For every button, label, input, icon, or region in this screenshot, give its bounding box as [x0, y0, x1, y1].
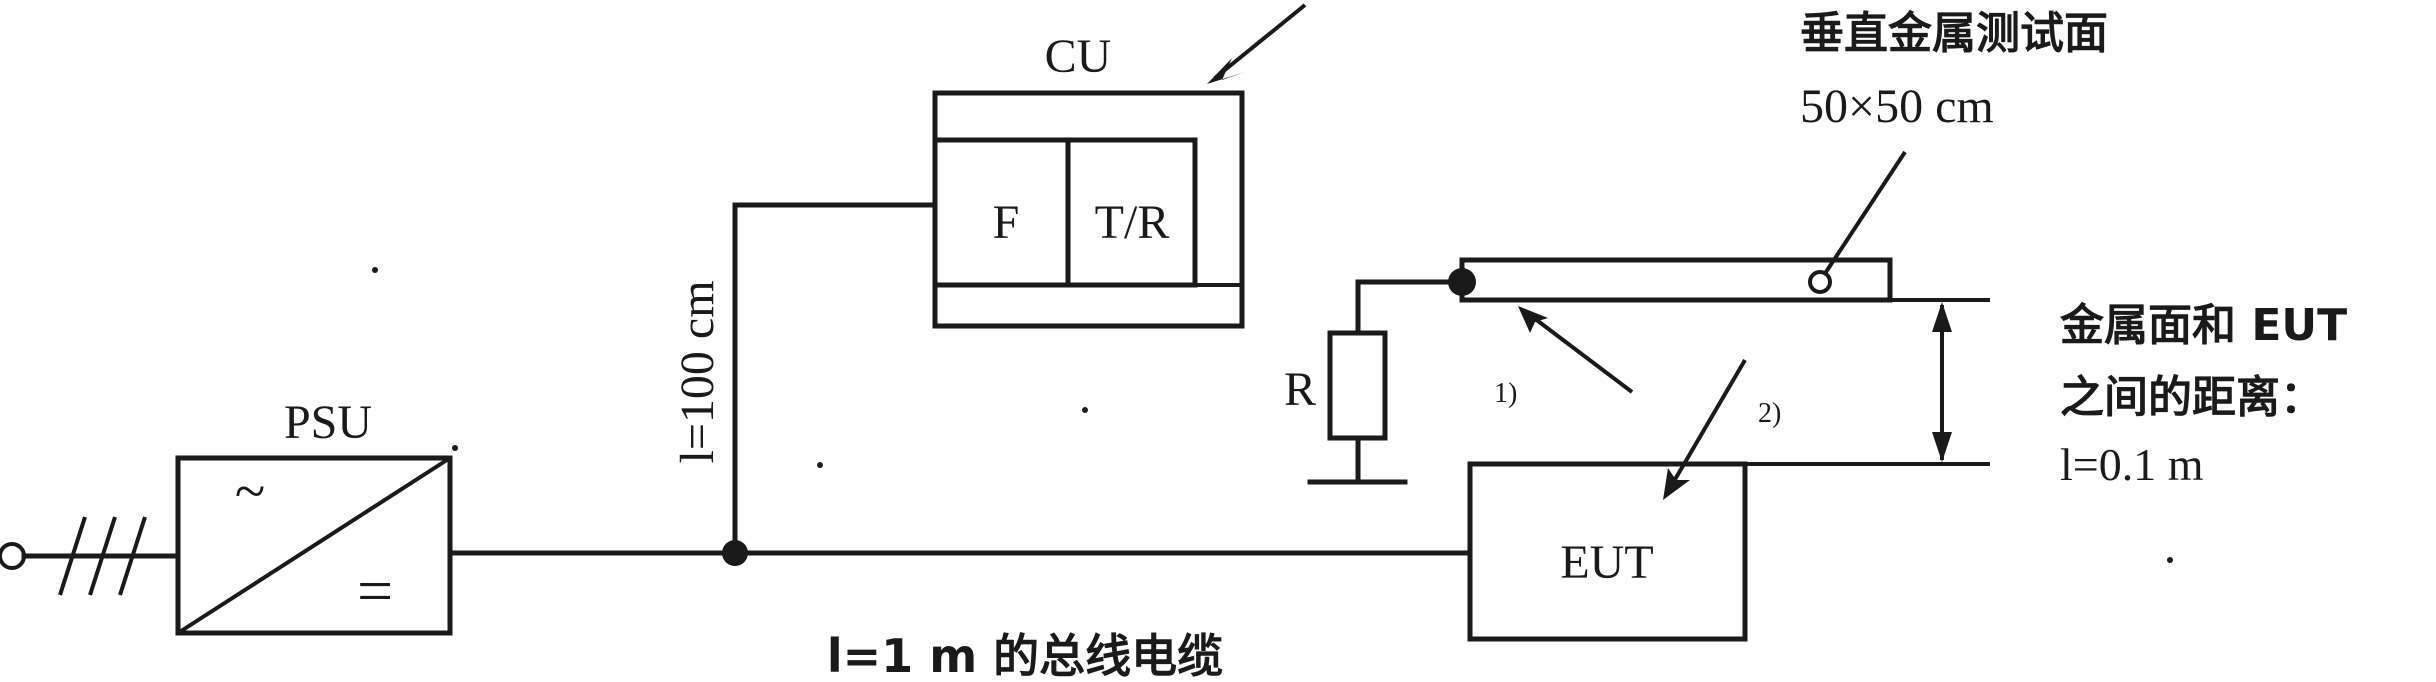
- plate-title: 垂直金属测试面: [1800, 8, 2108, 59]
- metal-test-plate: [1448, 150, 1907, 303]
- marker-1-label: 1): [1494, 378, 1517, 409]
- mains-input: [0, 516, 181, 596]
- psu-label: PSU: [284, 396, 372, 449]
- eut-block: EUT: [1467, 461, 1748, 642]
- filter-label: F: [993, 196, 1020, 249]
- cu-pointer-arrow: [1213, 3, 1307, 80]
- plate-pointer: [1824, 150, 1907, 274]
- distance-line-2: 之间的距离：: [2060, 372, 2324, 423]
- resistor-label: R: [1284, 363, 1316, 416]
- distance-dimension: [1745, 298, 1990, 466]
- cable-vertical-label: l=100 cm: [671, 280, 724, 463]
- tr-label: T/R: [1095, 196, 1170, 249]
- cu-label: CU: [1045, 30, 1112, 83]
- marker-2-arrow: 2): [1663, 358, 1781, 500]
- plate-size: 50×50 cm: [1800, 80, 1994, 133]
- psu-dc-symbol: =: [357, 555, 393, 626]
- bus-cable-label: l=1 m 的总线电缆: [827, 629, 1223, 682]
- resistor-to-ground: R: [1284, 279, 1465, 485]
- distance-line-1: 金属面和 EUT: [2059, 300, 2347, 351]
- cu-block: CU F T/R: [932, 3, 1307, 329]
- eut-label: EUT: [1560, 536, 1653, 589]
- psu-block: ~ = PSU: [175, 396, 453, 636]
- marker-2-label: 2): [1758, 398, 1781, 429]
- distance-line-3: l=0.1 m: [2060, 439, 2204, 490]
- marker-1-arrow: 1): [1494, 306, 1634, 409]
- cu-cable: [732, 202, 938, 556]
- psu-ac-symbol: ~: [235, 461, 265, 523]
